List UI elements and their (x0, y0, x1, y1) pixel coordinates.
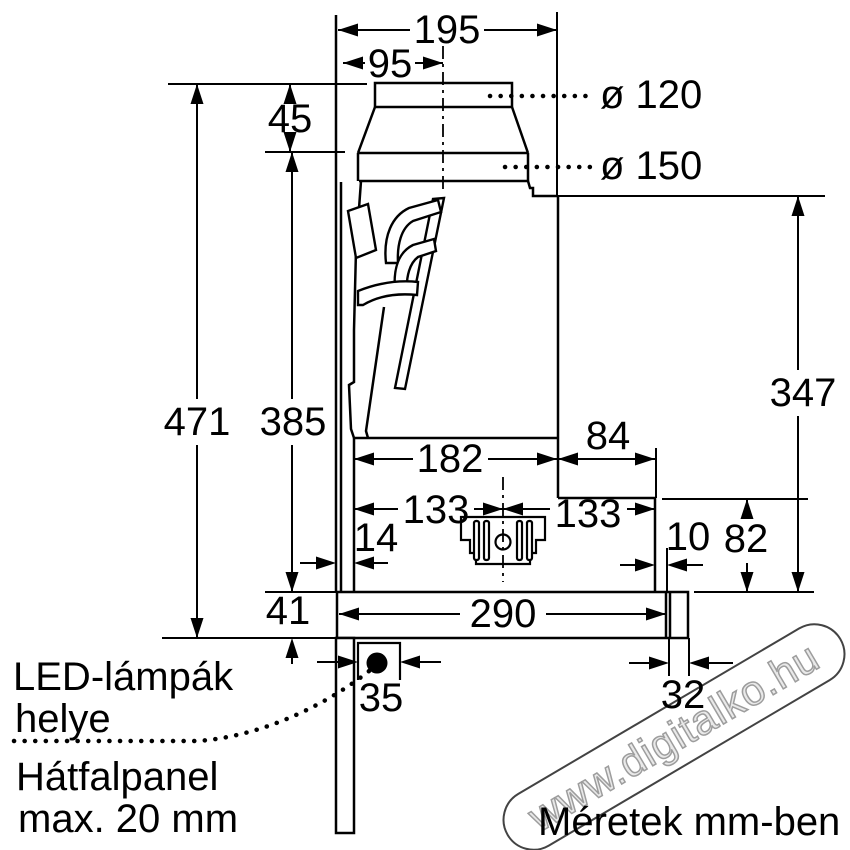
led-note-line1: LED-lámpák (13, 655, 234, 699)
backpanel-note-line2: max. 20 mm (18, 797, 239, 841)
dim-label-195: 195 (413, 8, 481, 52)
visor-scroll (346, 196, 446, 391)
led-lamp-marker (356, 641, 402, 680)
dim-label-95: 95 (367, 42, 413, 86)
dim-label-14: 14 (353, 516, 399, 560)
dim-label-dia120: ø 120 (600, 73, 703, 117)
dim-label-133-right: 133 (554, 492, 622, 536)
leader-dots (11, 93, 595, 744)
dim-label-45: 45 (267, 97, 313, 141)
dim-label-35: 35 (358, 676, 404, 720)
dim-label-32: 32 (660, 673, 706, 717)
dim-label-290: 290 (469, 592, 537, 636)
dim-label-10: 10 (665, 515, 711, 559)
dimension-arrowheads (190, 23, 805, 670)
dim-label-471: 471 (163, 400, 231, 444)
rear-wall-panel (334, 636, 356, 835)
dim-label-347: 347 (769, 371, 837, 415)
dim-label-133-left: 133 (402, 488, 470, 532)
dim-label-182: 182 (416, 437, 484, 481)
dim-label-dia150: ø 150 (600, 144, 703, 188)
hood-body-outline (334, 15, 657, 592)
backpanel-note-line1: Hátfalpanel (16, 755, 219, 799)
dimension-lines (162, 12, 825, 676)
dim-label-84: 84 (585, 414, 631, 458)
center-lines (442, 46, 504, 582)
duct-outline (356, 81, 558, 198)
units-note: Méretek mm-ben (538, 800, 841, 844)
dim-label-41: 41 (265, 589, 311, 633)
led-note-line2: helye (15, 697, 111, 741)
dim-label-82: 82 (723, 517, 769, 561)
dim-label-385: 385 (259, 400, 327, 444)
